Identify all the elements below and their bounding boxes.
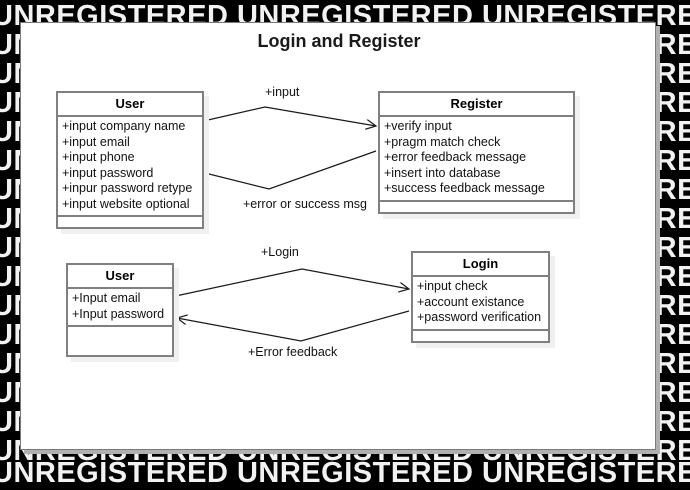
class-operations [68, 327, 172, 355]
class-box-login[interactable]: Login +input check +account existance +p… [411, 251, 550, 343]
connector-register-request [185, 106, 376, 126]
connector-label-register-response: +error or success msg [243, 197, 367, 211]
connector-login-request [170, 268, 409, 298]
class-name: Login [413, 253, 548, 277]
class-box-user-login[interactable]: User +Input email +Input password [66, 263, 174, 357]
class-name: Register [380, 93, 573, 117]
class-attribute: +input password [62, 165, 154, 180]
class-attribute: +input phone [62, 150, 135, 164]
class-attribute: +pragm match check [384, 134, 501, 149]
page-title: Login and Register [257, 31, 421, 51]
class-attribute: +inpur password retype [62, 181, 193, 195]
class-attribute: +insert into database [384, 165, 501, 180]
class-attribute: +input check [417, 279, 488, 293]
class-attribute: +verify input [384, 119, 452, 133]
connector-layer [170, 106, 656, 342]
diagram-canvas: Login and Register +input +error or succ… [20, 22, 656, 450]
connector-label-login-request: +Login [261, 245, 299, 259]
class-attributes: +Input email +Input password [68, 289, 172, 327]
class-attribute: +password verification [417, 310, 542, 324]
class-operations [413, 331, 548, 341]
connector-register-response [193, 150, 377, 190]
class-box-register[interactable]: Register +verify input +pragm match chec… [378, 91, 575, 214]
class-attribute: +error feedback message [384, 150, 527, 164]
class-attribute: +Input password [72, 306, 165, 321]
class-attribute: +success feedback message [384, 181, 545, 195]
class-name: User [68, 265, 172, 289]
class-attribute: +input website optional [62, 196, 190, 211]
watermark-row: UNREGISTERED UNREGISTERED UNREGISTERED U… [0, 457, 690, 489]
class-name: User [58, 93, 202, 117]
class-attribute: +input company name [62, 119, 186, 133]
connector-label-register-request: +input [265, 85, 300, 99]
class-attribute: +account existance [417, 294, 525, 309]
connector-label-login-response: +Error feedback [248, 345, 338, 359]
class-attributes: +input check +account existance +passwor… [413, 277, 548, 331]
class-attribute: +input email [62, 134, 130, 149]
class-attributes: +verify input +pragm match check +error … [380, 117, 573, 202]
class-attributes: +input company name +input email +input … [58, 117, 202, 217]
class-operations [380, 202, 573, 212]
class-operations [58, 217, 202, 227]
class-attribute: +Input email [72, 291, 141, 305]
connector-login-response [177, 310, 410, 342]
class-box-user-register[interactable]: User +input company name +input email +i… [56, 91, 204, 229]
